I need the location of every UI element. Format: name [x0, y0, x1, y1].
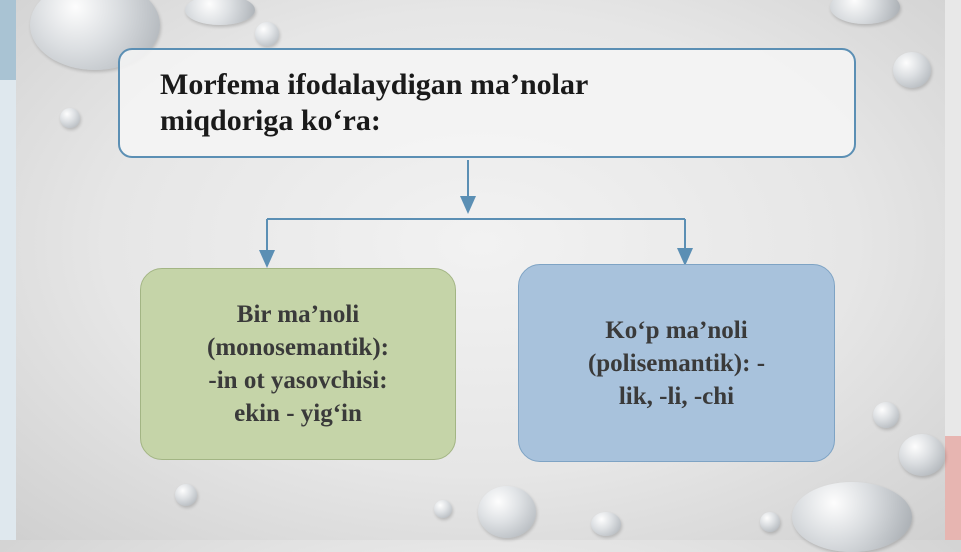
- water-drop: [175, 484, 197, 506]
- node-text-line: (monosemantik):: [207, 334, 389, 361]
- left-edge-accent: [0, 0, 16, 80]
- monosemantic-node: Bir ma’noli (monosemantik): -in ot yasov…: [140, 268, 456, 460]
- water-drop: [893, 52, 931, 88]
- left-edge-stripe: [0, 0, 16, 540]
- right-edge-accent: [945, 436, 961, 540]
- root-title-line: miqdoriga ko‘ra:: [160, 104, 381, 137]
- node-text-line: lik, -li, -chi: [618, 382, 735, 410]
- root-title-line: Morfema ifodalaydigan ma’nolar: [160, 68, 589, 101]
- node-text-line: -in ot yasovchisi:: [208, 367, 388, 394]
- node-text-line: (polisemantik): -: [587, 349, 766, 377]
- node-text-line: Bir ma’noli: [236, 301, 360, 328]
- right-edge-stripe: [945, 0, 961, 540]
- water-drop: [60, 108, 80, 128]
- root-node: Morfema ifodalaydigan ma’nolar miqdoriga…: [118, 48, 856, 158]
- node-text-line: ekin - yig‘in: [234, 400, 362, 427]
- water-drop: [255, 22, 279, 46]
- node-text-line: Ko‘p ma’noli: [605, 316, 748, 344]
- water-drop: [873, 402, 899, 428]
- water-drop: [185, 0, 255, 25]
- water-drop: [760, 512, 780, 532]
- water-drop: [478, 486, 536, 538]
- water-drop: [899, 434, 945, 476]
- polysemantic-node: Ko‘p ma’noli (polisemantik): - lik, -li,…: [518, 264, 835, 462]
- connector-lines: [259, 160, 693, 268]
- water-drop: [591, 512, 621, 536]
- water-drop: [434, 500, 452, 518]
